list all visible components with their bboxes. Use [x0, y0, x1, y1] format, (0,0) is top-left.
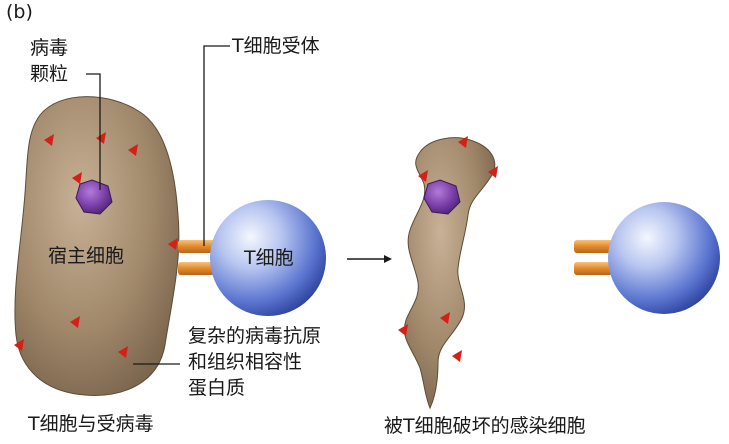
host-cell: [14, 96, 180, 396]
label-t-cell: T细胞: [244, 247, 294, 269]
antigen-markers-damaged: [398, 136, 498, 362]
damaged-infected-cell: [404, 137, 496, 410]
label-t-cell-receptor: T细胞受体: [232, 35, 320, 57]
antigen-markers-host: [14, 132, 178, 358]
label-antigen-mhc-line1: 复杂的病毒抗原: [188, 325, 322, 347]
leader-lines: [86, 45, 230, 365]
label-host-cell: 宿主细胞: [48, 245, 125, 267]
label-antigen-mhc-line3: 蛋白质: [188, 377, 246, 399]
t-cell-receptor-right: [574, 240, 618, 275]
virus-particle-icon: [75, 179, 113, 215]
caption-right: 被T细胞破坏的感染细胞: [384, 415, 586, 437]
label-virus-particle-line2: 颗粒: [30, 63, 69, 85]
virus-particle-icon-right: [423, 179, 461, 215]
t-cell-left: [210, 200, 326, 316]
label-antigen-mhc-line2: 和组织相容性: [188, 351, 303, 373]
panel-letter: (b): [6, 1, 33, 23]
caption-left: T细胞与受病毒: [28, 413, 154, 435]
t-cell-right: [608, 202, 720, 314]
process-arrow-icon: [347, 255, 392, 263]
t-cell-receptor-left: [178, 240, 218, 275]
label-virus-particle-line1: 病毒: [30, 37, 69, 59]
